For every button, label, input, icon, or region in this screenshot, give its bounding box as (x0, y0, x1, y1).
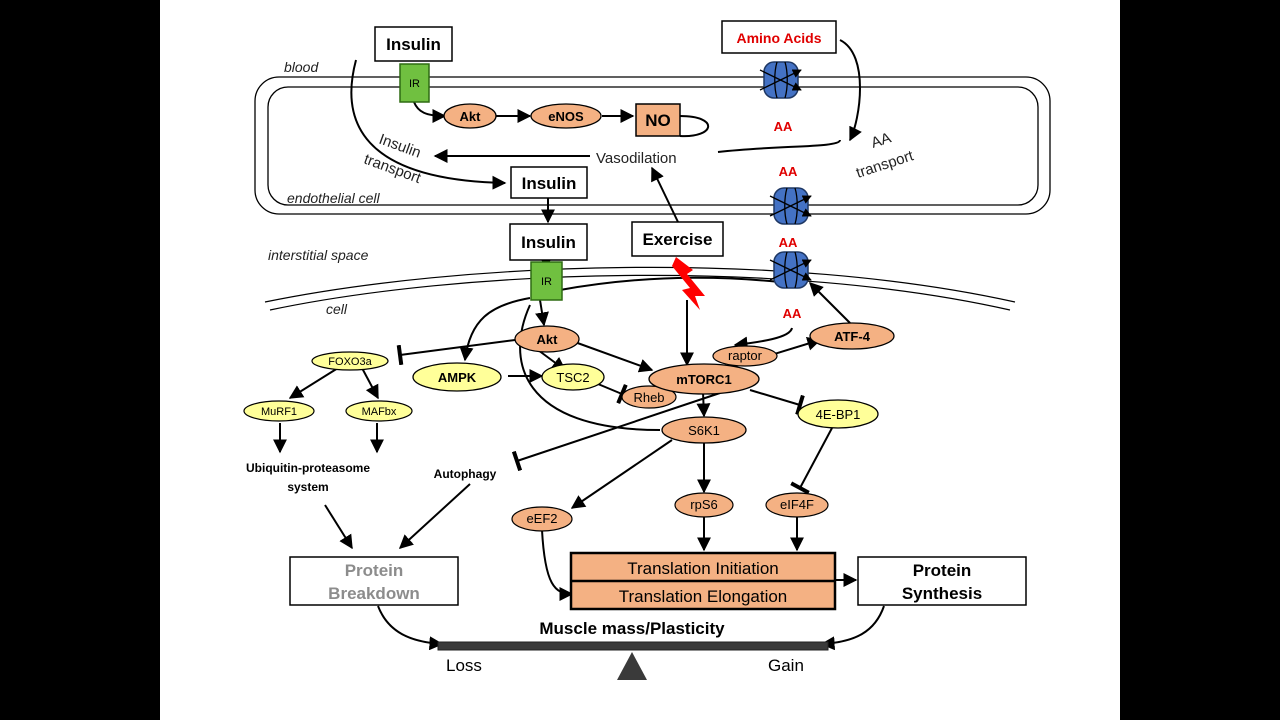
balance-fulcrum-icon (617, 652, 647, 680)
svg-text:FOXO3a: FOXO3a (328, 356, 372, 368)
svg-text:ATF-4: ATF-4 (834, 329, 871, 344)
svg-text:Exercise: Exercise (643, 230, 713, 249)
muscle-mass-label: Muscle mass/Plasticity (539, 619, 725, 638)
svg-text:Rheb: Rheb (633, 390, 664, 405)
svg-text:AMPK: AMPK (438, 370, 477, 385)
aa-label-interstitial: AA (779, 235, 798, 250)
ir-receptor-top: IR (399, 63, 430, 103)
balance-beam (437, 641, 829, 651)
tsc2-node: TSC2 (541, 363, 605, 391)
vasodilation-label: Vasodilation (596, 150, 677, 167)
aa-transporter-blood (759, 61, 802, 99)
protein-synthesis-box: Protein Synthesis (857, 556, 1027, 606)
svg-text:Insulin: Insulin (521, 233, 576, 252)
mtorc1-node: mTORC1 (648, 363, 760, 395)
svg-text:Protein: Protein (345, 561, 404, 580)
aa-label-upper: AA (779, 164, 798, 179)
murf1-node: MuRF1 (243, 400, 315, 422)
enos-node: eNOS (530, 103, 602, 129)
svg-text:Protein: Protein (913, 561, 972, 580)
aa-transport-label-1: AA (869, 129, 893, 151)
ampk-node: AMPK (412, 362, 502, 392)
svg-text:Akt: Akt (537, 332, 559, 347)
svg-text:rpS6: rpS6 (690, 497, 717, 512)
diagram-slide: blood endothelial cell interstitial spac… (160, 0, 1120, 720)
translation-elongation-label: Translation Elongation (619, 587, 788, 606)
aa-label-cell: AA (783, 306, 802, 321)
ups-label-2: system (287, 480, 328, 494)
ups-label-1: Ubiquitin-proteasome (246, 461, 370, 475)
blood-label: blood (284, 59, 319, 75)
rheb-node: Rheb (621, 385, 677, 409)
atf4-node: ATF-4 (809, 322, 895, 350)
svg-text:IR: IR (409, 78, 420, 90)
svg-text:MAFbx: MAFbx (362, 406, 397, 418)
svg-text:Breakdown: Breakdown (328, 584, 420, 603)
no-box: NO (635, 103, 681, 137)
translation-initiation-label: Translation Initiation (627, 559, 779, 578)
protein-breakdown-box: Protein Breakdown (289, 556, 459, 606)
svg-text:raptor: raptor (728, 348, 763, 363)
gain-label: Gain (768, 656, 804, 675)
endothelial-outer-membrane (254, 76, 1051, 215)
aa-transporter-endothelial (769, 187, 812, 225)
akt-endothelial-node: Akt (443, 103, 497, 129)
svg-text:eIF4F: eIF4F (780, 497, 814, 512)
insulin-interstitial-box: Insulin (509, 223, 588, 261)
interstitial-space-label: interstitial space (268, 247, 369, 263)
autophagy-label: Autophagy (434, 467, 497, 481)
eef2-node: eEF2 (511, 506, 573, 532)
loss-label: Loss (446, 656, 482, 675)
aa-label-endothelial: AA (774, 119, 793, 134)
foxo3a-node: FOXO3a (311, 351, 389, 371)
svg-text:S6K1: S6K1 (688, 423, 720, 438)
cell-membrane-outer (264, 266, 1016, 303)
svg-text:IR: IR (541, 276, 552, 288)
insulin-endothelial-box: Insulin (510, 166, 588, 199)
endothelial-inner-membrane (267, 86, 1039, 206)
cell-label: cell (326, 301, 348, 317)
svg-text:TSC2: TSC2 (556, 370, 589, 385)
s6k1-node: S6K1 (661, 416, 747, 444)
raptor-node: raptor (712, 345, 778, 367)
aa-transport-label-2: transport (854, 147, 916, 182)
cell-membrane-inner (269, 274, 1011, 311)
pathway-connectors (273, 39, 885, 651)
ir-receptor-cell: IR (530, 261, 563, 301)
insulin-blood-box: Insulin (374, 26, 453, 62)
svg-text:Insulin: Insulin (522, 174, 577, 193)
amino-acids-box: Amino Acids (721, 20, 837, 54)
svg-text:Akt: Akt (460, 109, 482, 124)
eif4f-node: eIF4F (765, 492, 829, 518)
svg-text:eEF2: eEF2 (526, 511, 557, 526)
svg-text:eNOS: eNOS (548, 109, 584, 124)
exercise-box: Exercise (631, 221, 724, 257)
4e-bp1-node: 4E-BP1 (797, 399, 879, 429)
pathway-diagram: blood endothelial cell interstitial spac… (243, 20, 1051, 680)
akt-cell-node: Akt (514, 325, 580, 353)
svg-text:Amino Acids: Amino Acids (736, 30, 821, 46)
translation-box: Translation Initiation Translation Elong… (569, 551, 837, 611)
svg-text:MuRF1: MuRF1 (261, 406, 297, 418)
aa-transporter-cell (769, 251, 812, 289)
svg-text:NO: NO (645, 111, 671, 130)
rps6-node: rpS6 (674, 492, 734, 518)
exercise-lightning-icon (672, 257, 705, 310)
svg-text:Insulin: Insulin (386, 35, 441, 54)
svg-text:mTORC1: mTORC1 (676, 372, 731, 387)
svg-text:4E-BP1: 4E-BP1 (816, 407, 861, 422)
mafbx-node: MAFbx (345, 400, 413, 422)
endothelial-cell-label: endothelial cell (287, 190, 381, 206)
svg-text:Synthesis: Synthesis (902, 584, 982, 603)
